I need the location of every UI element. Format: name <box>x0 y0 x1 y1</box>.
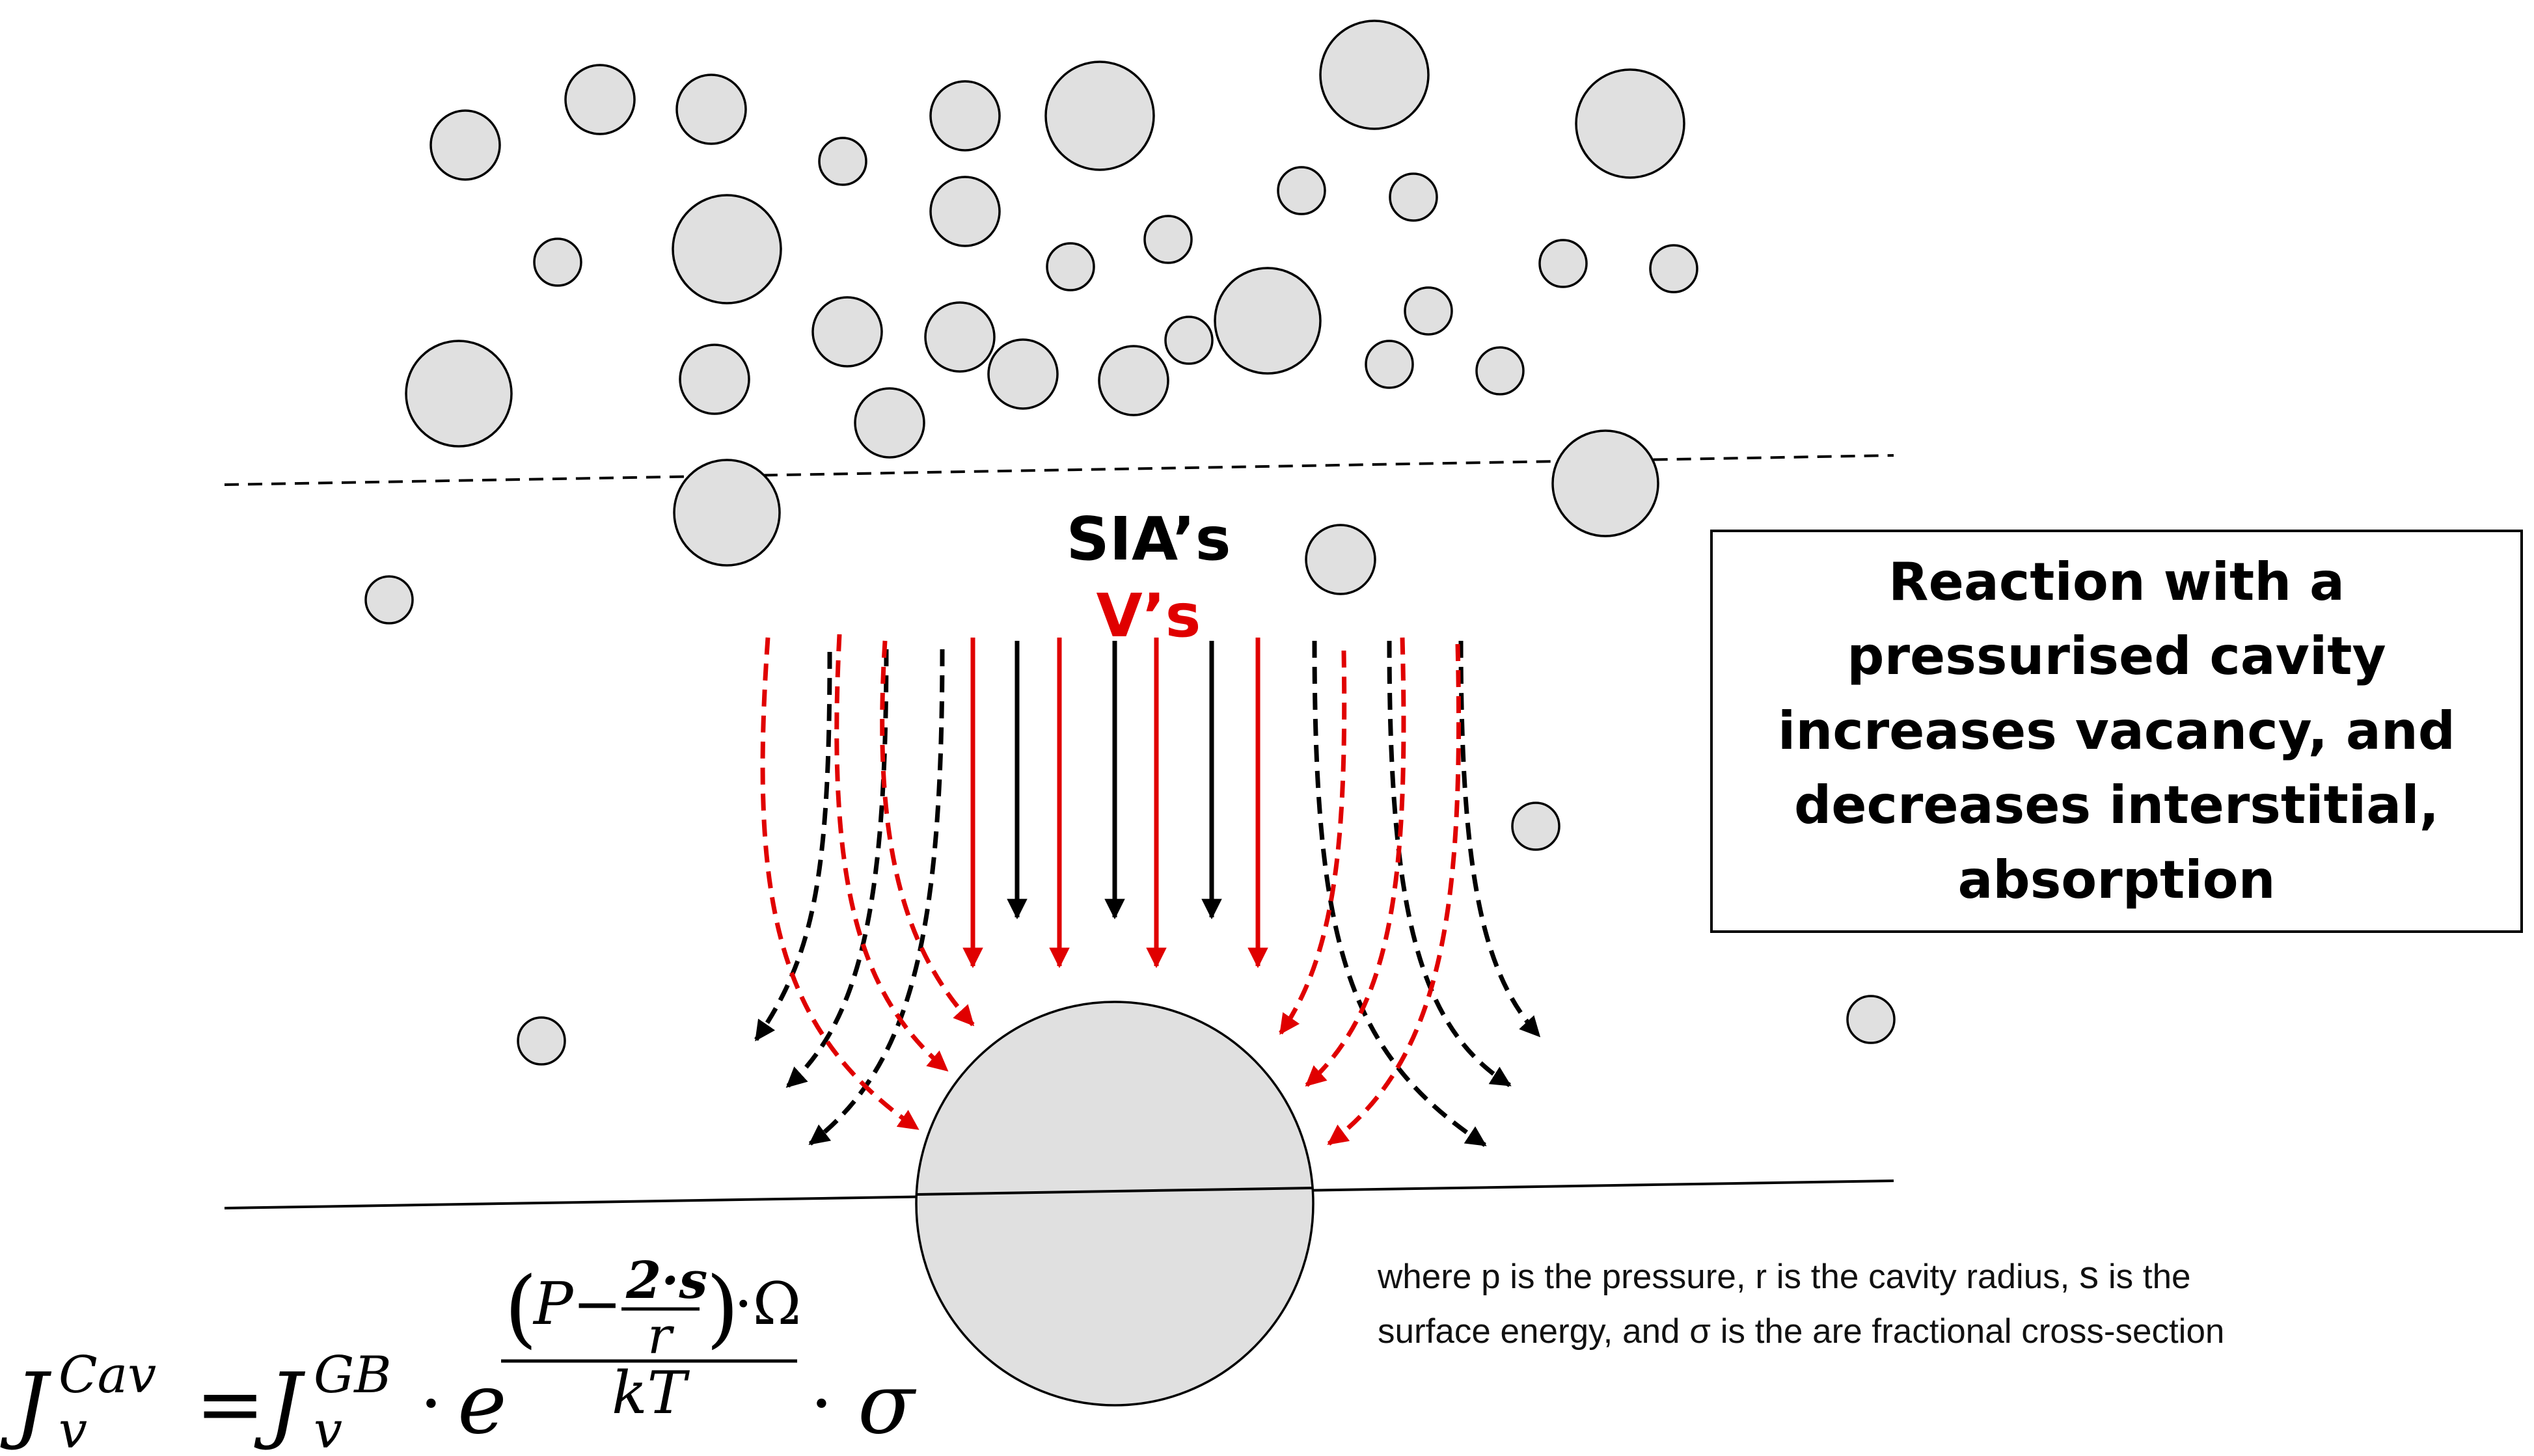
vacancy-curved-arrow-right <box>1279 650 1347 1035</box>
note-line-2: surface energy, and σ is the are fractio… <box>1378 1312 2225 1351</box>
bubble <box>405 340 513 448</box>
sia-curved-arrow-left <box>785 649 889 1088</box>
vacancy-curved-arrow-left <box>880 640 975 1027</box>
vacancy-curved-arrow-right <box>1327 643 1462 1146</box>
sia-label: SIA’s <box>1067 504 1231 574</box>
eq-exp-kT: kT <box>612 1359 690 1427</box>
sia-curved-arrow-left <box>808 649 945 1146</box>
bubble-field <box>364 20 1896 1066</box>
bubble <box>1098 345 1169 416</box>
pressurised-cavity <box>915 1001 1315 1407</box>
bubble <box>1846 995 1896 1044</box>
sia-curved-arrow-right <box>1387 640 1512 1087</box>
bubble <box>1046 242 1095 291</box>
bubble <box>1538 239 1588 288</box>
bubble <box>1319 20 1430 130</box>
eq-exp-minus: − <box>573 1270 621 1338</box>
note-line-1: where p is the pressure, r is the cavity… <box>1378 1245 2484 1305</box>
bubble <box>1389 172 1438 222</box>
bubble <box>1214 267 1322 375</box>
callout-text: Reaction with a pressurised cavity incre… <box>1777 552 2456 910</box>
eq-exp-num: 2·s <box>625 1251 707 1310</box>
vacancy-curved-arrows <box>760 634 1462 1146</box>
bubble <box>517 1016 566 1066</box>
bubble <box>675 74 747 145</box>
bubble <box>929 176 1001 247</box>
eq-dot-2: · <box>810 1362 833 1445</box>
eq-e: e <box>457 1356 507 1453</box>
bubble <box>818 137 867 186</box>
bubble <box>564 64 636 135</box>
bubble <box>1365 340 1414 389</box>
note-line-1b: s <box>2079 1253 2099 1297</box>
bubble <box>987 338 1059 410</box>
bubble <box>1044 61 1155 171</box>
eq-exp-P: P <box>532 1270 574 1338</box>
bubble <box>679 344 750 415</box>
sia-curved-arrow-right <box>1312 640 1487 1147</box>
bubble <box>1277 166 1326 215</box>
grain-boundary-inside-cavity <box>916 1187 1314 1196</box>
callout-box: Reaction with a pressurised cavity incre… <box>1710 530 2523 933</box>
eq-rhs-sub: v <box>314 1401 342 1456</box>
bubble <box>1305 524 1376 595</box>
bubble <box>1143 215 1193 264</box>
eq-exp-rparen: ) <box>706 1258 739 1357</box>
sia-straight-arrows <box>1007 641 1222 920</box>
bubble <box>1551 429 1659 537</box>
bubble <box>1511 802 1560 851</box>
eq-lhs-sup: Cav <box>59 1346 156 1405</box>
bubble <box>924 301 996 373</box>
eq-exp-lparen: ( <box>504 1258 538 1357</box>
eq-equals: = <box>195 1356 265 1453</box>
eq-exp-den-r: r <box>647 1307 675 1366</box>
bubble <box>1404 286 1453 336</box>
bubble <box>1649 244 1698 293</box>
bubble <box>1475 346 1525 396</box>
vacancy-straight-arrows <box>962 638 1268 969</box>
sia-curved-arrow-left <box>754 651 832 1042</box>
bubble <box>854 387 925 459</box>
eq-exp-omega: ·Ω <box>734 1270 801 1338</box>
sia-curved-arrow-right <box>1458 640 1541 1038</box>
vacancy-curved-arrow-left <box>834 634 949 1072</box>
note-line-1c: is the <box>2099 1258 2191 1296</box>
eq-lhs-J: J <box>0 1356 52 1453</box>
note-line-1a: where p is the pressure, r is the cavity… <box>1378 1258 2080 1296</box>
eq-rhs-sup: GB <box>314 1346 392 1405</box>
vacancy-curved-arrow-right <box>1305 637 1406 1087</box>
bubble <box>672 194 782 304</box>
bubble <box>364 575 414 625</box>
bubble <box>533 237 582 287</box>
eq-sigma: σ <box>858 1356 917 1453</box>
equation: J Cav v = J GB v · e ( P − 2·s r ) ·Ω kT… <box>0 1251 917 1456</box>
bubble <box>811 296 883 368</box>
vacancy-label: V’s <box>1097 581 1201 651</box>
eq-dot-1: · <box>420 1362 443 1445</box>
bubble <box>1575 68 1685 179</box>
sia-curved-arrows <box>754 640 1541 1147</box>
bubble <box>429 109 501 181</box>
bubble <box>1164 316 1214 365</box>
bubble <box>929 80 1001 152</box>
vacancy-curved-arrow-left <box>760 637 920 1131</box>
eq-lhs-sub: v <box>59 1401 87 1456</box>
variable-note: where p is the pressure, r is the cavity… <box>1378 1245 2484 1358</box>
bubble <box>673 459 781 567</box>
